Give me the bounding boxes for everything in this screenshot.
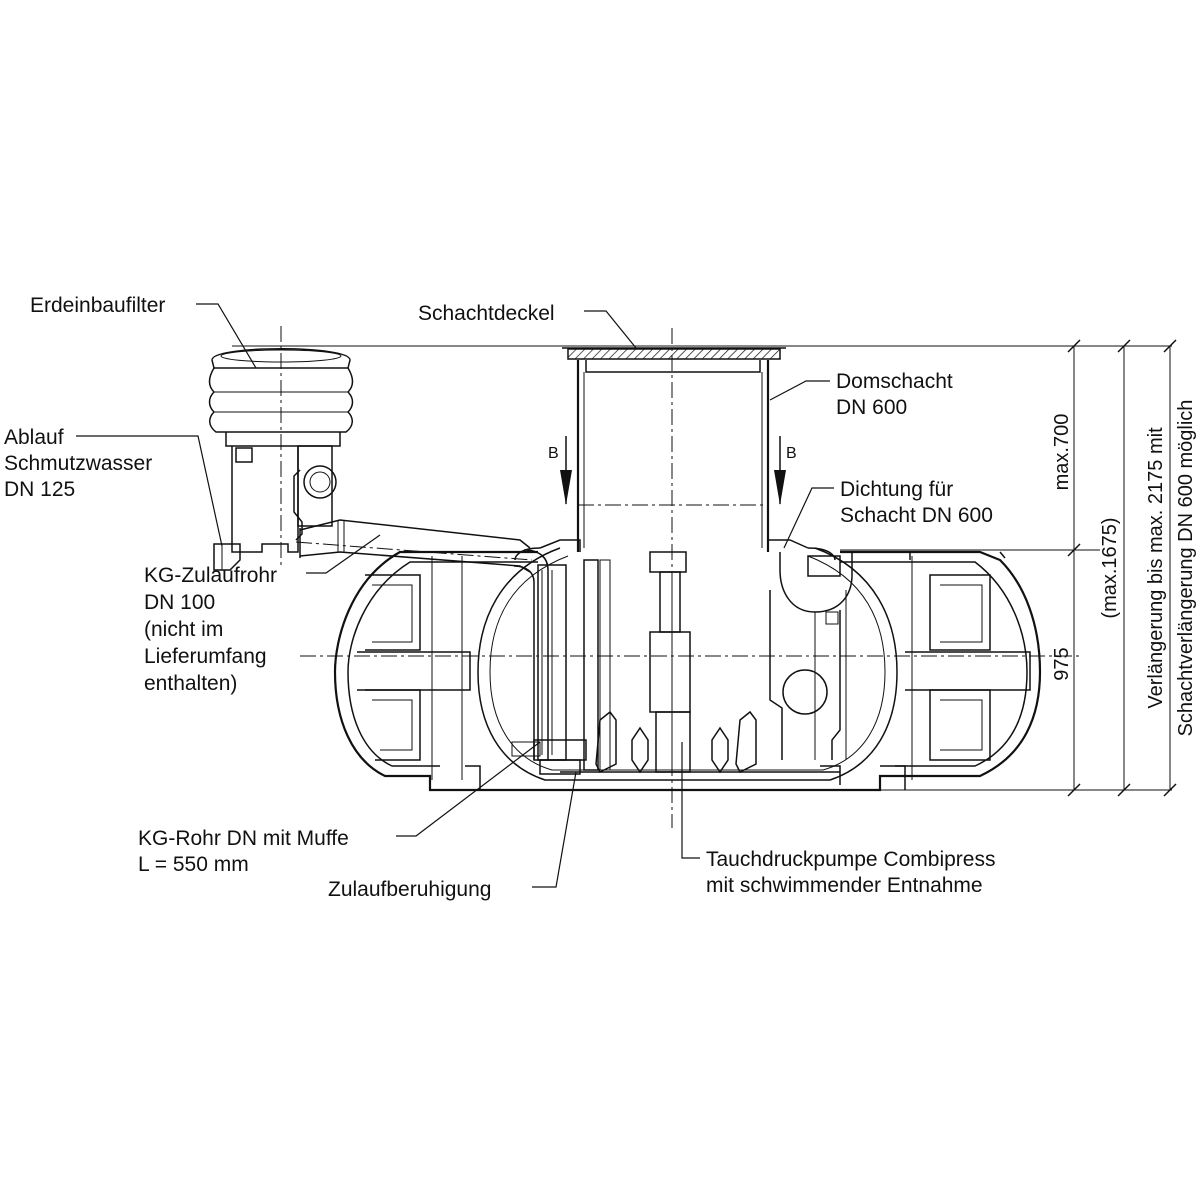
dim-max1675: (max.1675) [1099, 517, 1121, 618]
leader-erdeinbaufilter [196, 303, 257, 369]
label-domschacht-2: DN 600 [836, 396, 907, 419]
leader-domschacht [769, 380, 830, 401]
label-kg-zulauf-2: DN 100 [144, 591, 215, 614]
dim-extension-2: Schachtverlängerung DN 600 möglich [1175, 400, 1197, 737]
leader-kg-zulauf [306, 534, 381, 574]
label-section-right: B [786, 445, 797, 462]
label-ablauf-2: Schmutzwasser [4, 452, 152, 475]
label-kg-zulauf-5: enthalten) [144, 672, 237, 695]
section-arrow-right [774, 436, 786, 505]
dimension-lines [1067, 339, 1177, 797]
label-ablauf-3: DN 125 [4, 478, 75, 501]
label-erdeinbaufilter: Erdeinbaufilter [30, 294, 165, 317]
label-kg-rohr-1: KG-Rohr DN mit Muffe [138, 827, 349, 850]
label-dichtung-1: Dichtung für [840, 478, 953, 501]
vertical-pipe [511, 549, 611, 775]
dim-extension-1: Verlängerung bis max. 2175 mit [1145, 427, 1167, 709]
label-dichtung-2: Schacht DN 600 [840, 504, 993, 527]
leader-ablauf [76, 435, 223, 547]
label-pumpe-1: Tauchdruckpumpe Combipress [706, 848, 995, 871]
leader-dichtung [783, 487, 834, 549]
label-zulaufberuhigung: Zulaufberuhigung [328, 878, 491, 901]
leader-schachtdeckel [584, 310, 637, 349]
label-section-left: B [548, 445, 559, 462]
leader-pumpe [681, 742, 700, 859]
label-domschacht-1: Domschacht [836, 370, 953, 393]
dome-shaft [514, 347, 836, 561]
leader-zulaufberuhigung [532, 771, 577, 888]
floating-intake [769, 552, 853, 760]
label-kg-zulauf-4: Lieferumfang [144, 645, 267, 668]
label-schachtdeckel: Schachtdeckel [418, 302, 555, 325]
label-kg-rohr-2: L = 550 mm [138, 853, 249, 876]
leader-kg-rohr [396, 741, 541, 837]
label-ablauf-1: Ablauf [4, 426, 64, 449]
label-kg-zulauf-3: (nicht im [144, 618, 223, 641]
section-arrow-left [560, 436, 572, 505]
submersible-pump [560, 551, 840, 774]
tank-body [333, 547, 1042, 792]
label-kg-zulauf-1: KG-Zulaufrohr [144, 564, 277, 587]
inlet-pipe [295, 519, 533, 573]
label-pumpe-2: mit schwimmender Entnahme [706, 874, 983, 897]
dim-max700: max.700 [1051, 414, 1073, 491]
dim-975: 975 [1051, 647, 1073, 680]
